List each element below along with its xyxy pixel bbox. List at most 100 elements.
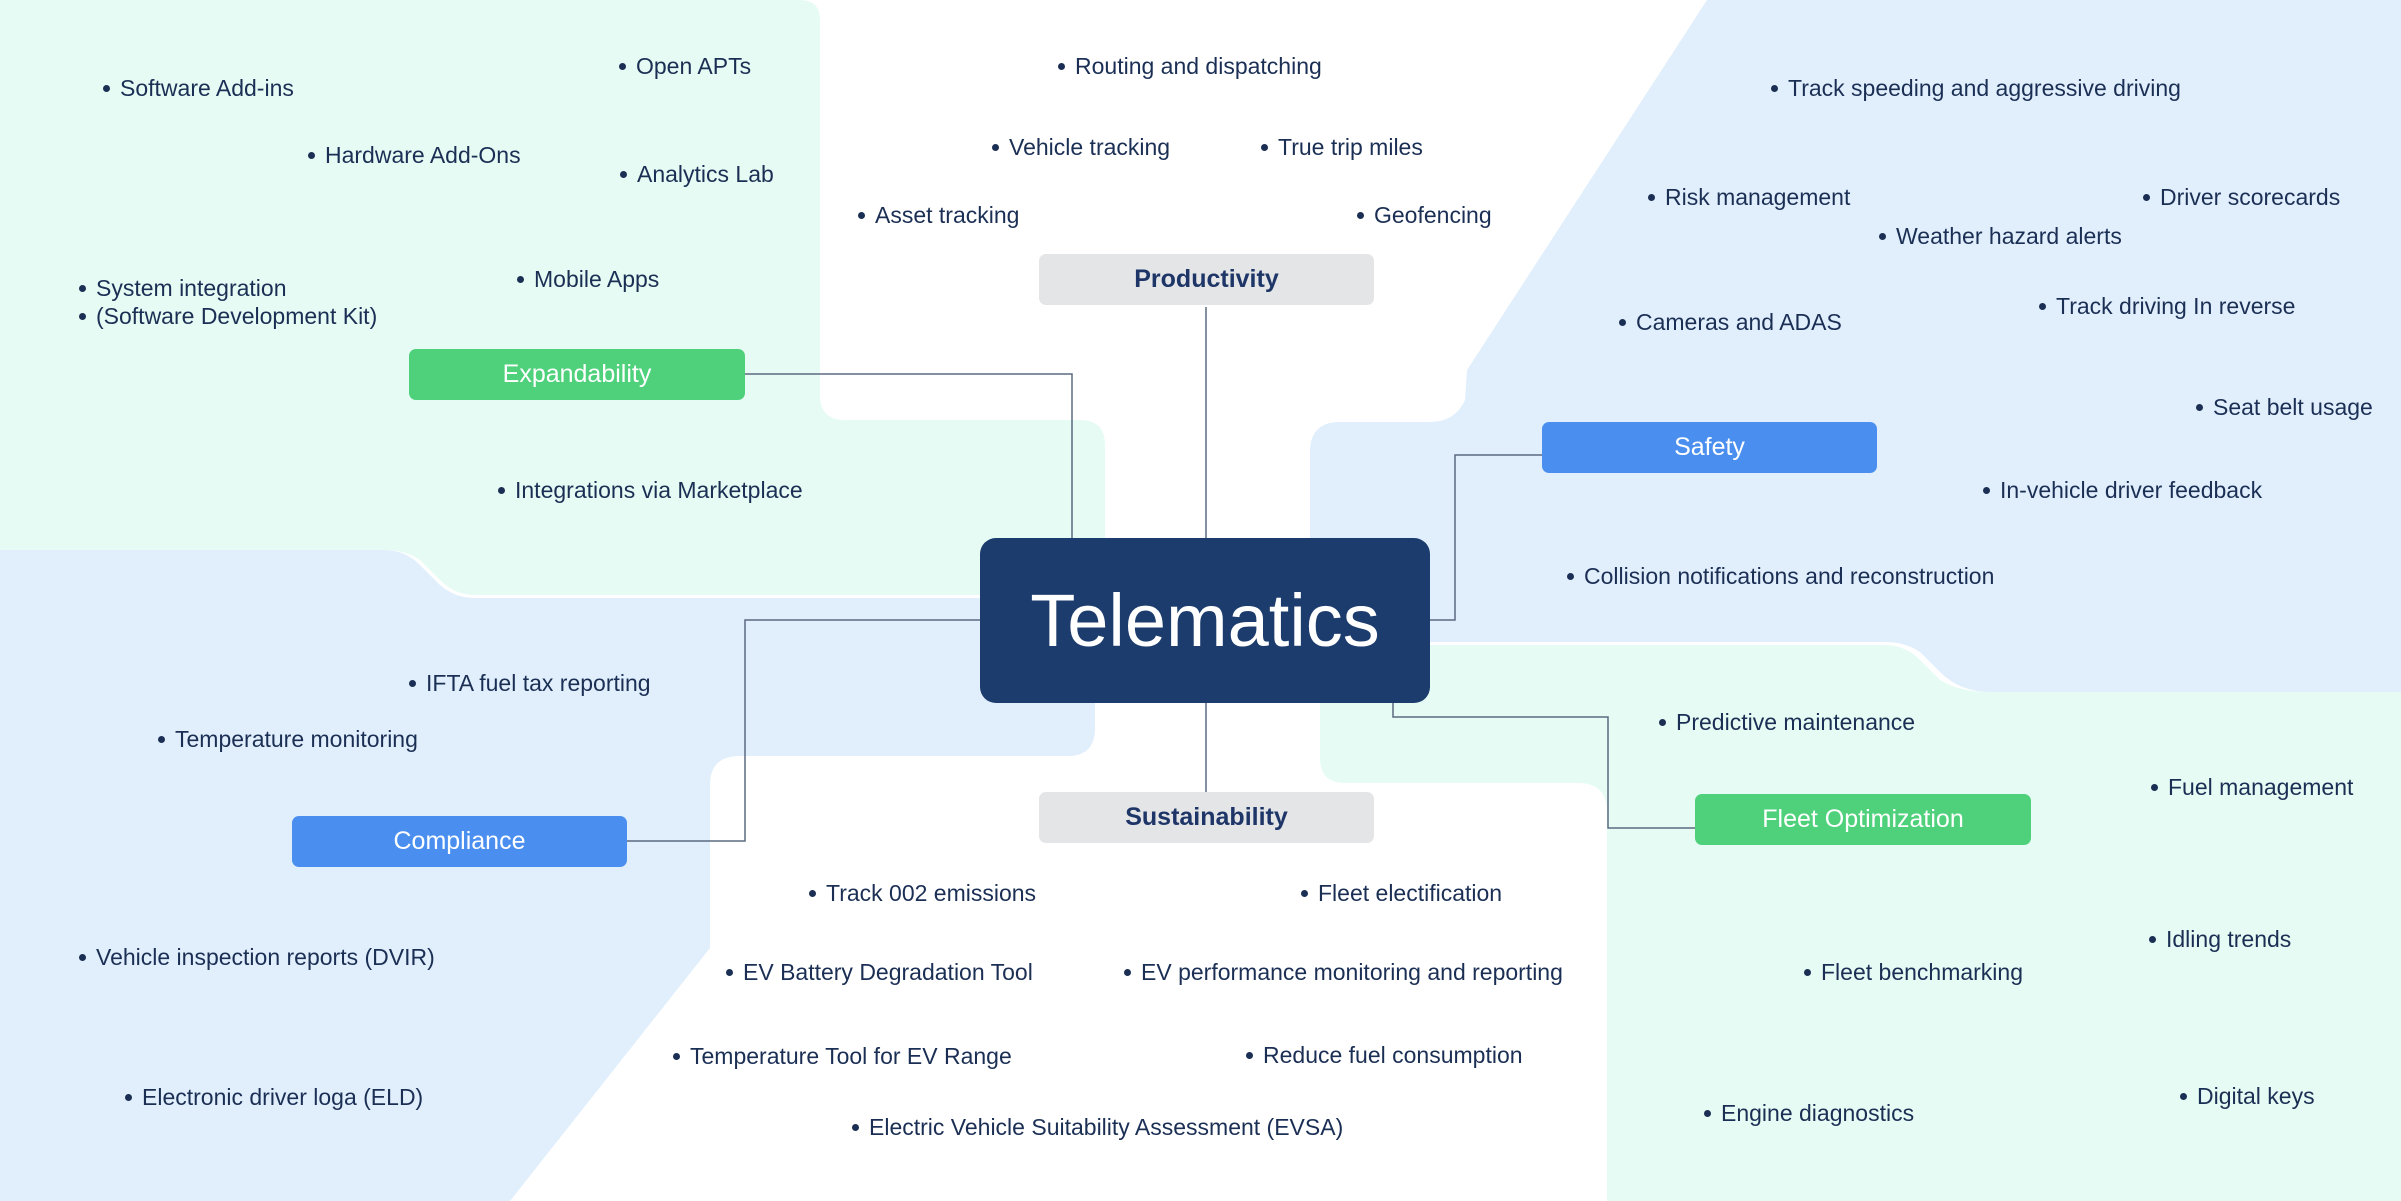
bullet-icon (79, 284, 86, 292)
item-text: Vehicle tracking (1009, 134, 1171, 160)
bullet-icon (2180, 1092, 2187, 1100)
item-text: (Software Development Kit) (96, 303, 378, 329)
item-text: Routing and dispatching (1075, 53, 1322, 79)
item-text: Integrations via Marketplace (515, 477, 803, 503)
item-text: Driver scorecards (2160, 184, 2341, 210)
bullet-icon (517, 275, 524, 283)
bullet-icon (1704, 1109, 1711, 1117)
fleet-item: Fuel management (2151, 773, 2353, 801)
sustainability-item: Reduce fuel consumption (1246, 1041, 1523, 1069)
item-text: Fleet electification (1318, 880, 1503, 906)
item-text: Hardware Add-Ons (325, 142, 521, 168)
bullet-icon (726, 968, 733, 976)
item-text: Track driving In reverse (2056, 293, 2296, 319)
safety-item: In-vehicle driver feedback (1983, 476, 2262, 504)
item-text: Analytics Lab (637, 161, 774, 187)
telematics-center-node: Telematics (980, 538, 1430, 703)
item-text: Electronic driver loga (ELD) (142, 1084, 424, 1110)
sustainability-item: EV Battery Degradation Tool (726, 958, 1033, 986)
bullet-icon (2151, 783, 2158, 791)
expandability-node[interactable]: Expandability (409, 349, 745, 400)
compliance-item: IFTA fuel tax reporting (409, 669, 651, 697)
productivity-item: Routing and dispatching (1058, 52, 1322, 80)
item-text: Mobile Apps (534, 266, 660, 292)
fleet-optimization-node[interactable]: Fleet Optimization (1695, 794, 2031, 845)
productivity-item: Vehicle tracking (992, 133, 1170, 161)
item-text: Fuel management (2168, 774, 2354, 800)
expandability-item: Analytics Lab (620, 160, 774, 188)
item-text: Weather hazard alerts (1896, 223, 2122, 249)
item-text: Predictive maintenance (1676, 709, 1916, 735)
item-text: In-vehicle driver feedback (2000, 477, 2263, 503)
safety-item: Seat belt usage (2196, 393, 2373, 421)
safety-node[interactable]: Safety (1542, 422, 1877, 473)
bullet-icon (103, 84, 110, 92)
bullet-icon (1124, 968, 1131, 976)
item-text: Cameras and ADAS (1636, 309, 1842, 335)
bullet-icon (1058, 62, 1065, 70)
expandability-item: Open APTs (619, 52, 751, 80)
safety-item: Cameras and ADAS (1619, 308, 1842, 336)
fleet-item: Idling trends (2149, 925, 2291, 953)
center-title: Telematics (1030, 579, 1380, 662)
item-text: Digital keys (2197, 1083, 2315, 1109)
sustainability-item: EV performance monitoring and reporting (1124, 958, 1563, 986)
productivity-node[interactable]: Productivity (1039, 254, 1374, 305)
bullet-icon (1301, 889, 1308, 897)
item-text: Track speeding and aggressive driving (1788, 75, 2181, 101)
safety-item: Track speeding and aggressive driving (1771, 74, 2181, 102)
bullet-icon (809, 889, 816, 897)
fleet-item: Engine diagnostics (1704, 1099, 1914, 1127)
sustainability-item: Electric Vehicle Suitability Assessment … (852, 1113, 1343, 1141)
safety-region (1310, 0, 2401, 692)
productivity-label: Productivity (1134, 265, 1279, 293)
expandability-item: Hardware Add-Ons (308, 141, 521, 169)
bullet-icon (992, 143, 999, 151)
bullet-icon (409, 679, 416, 687)
bullet-icon (1648, 193, 1655, 201)
expandability-label: Expandability (502, 360, 652, 388)
fleet-item: Digital keys (2180, 1082, 2315, 1110)
fleet-item: Predictive maintenance (1659, 708, 1915, 736)
item-text: True trip miles (1278, 134, 1423, 160)
productivity-item: Geofencing (1357, 201, 1492, 229)
bullet-icon (79, 312, 86, 320)
bullet-icon (619, 62, 626, 70)
item-text: Collision notifications and reconstructi… (1584, 563, 1995, 589)
item-text: EV Battery Degradation Tool (743, 959, 1033, 985)
compliance-item: Electronic driver loga (ELD) (125, 1083, 423, 1111)
item-text: Vehicle inspection reports (DVIR) (96, 944, 435, 970)
item-text: Geofencing (1374, 202, 1492, 228)
bullet-icon (852, 1123, 859, 1131)
expandability-item: (Software Development Kit) (79, 302, 377, 330)
compliance-node[interactable]: Compliance (292, 816, 627, 867)
item-text: EV performance monitoring and reporting (1141, 959, 1563, 985)
item-text: Electric Vehicle Suitability Assessment … (869, 1114, 1344, 1140)
bullet-icon (125, 1093, 132, 1101)
item-text: Asset tracking (875, 202, 1020, 228)
bullet-icon (1567, 572, 1574, 580)
bullet-icon (1357, 211, 1364, 219)
bullet-icon (1619, 318, 1626, 326)
bullet-icon (308, 151, 315, 159)
bullet-icon (158, 735, 165, 743)
bullet-icon (2149, 935, 2156, 943)
expandability-item: System integration (79, 274, 286, 302)
item-text: Engine diagnostics (1721, 1100, 1915, 1126)
item-text: Open APTs (636, 53, 752, 79)
bullet-icon (1771, 84, 1778, 92)
bullet-icon (2196, 403, 2203, 411)
fleet-optimization-label: Fleet Optimization (1762, 805, 1964, 833)
safety-label: Safety (1674, 433, 1745, 461)
compliance-label: Compliance (393, 827, 526, 855)
sustainability-node[interactable]: Sustainability (1039, 792, 1374, 843)
safety-item: Risk management (1648, 183, 1850, 211)
item-text: IFTA fuel tax reporting (426, 670, 651, 696)
sustainability-item: Fleet electification (1301, 879, 1502, 907)
item-text: Temperature monitoring (175, 726, 418, 752)
item-text: Seat belt usage (2213, 394, 2373, 420)
sustainability-item: Track 002 emissions (809, 879, 1036, 907)
expandability-item: Software Add-ins (103, 74, 294, 102)
productivity-item: True trip miles (1261, 133, 1423, 161)
expandability-item: Mobile Apps (517, 265, 659, 293)
